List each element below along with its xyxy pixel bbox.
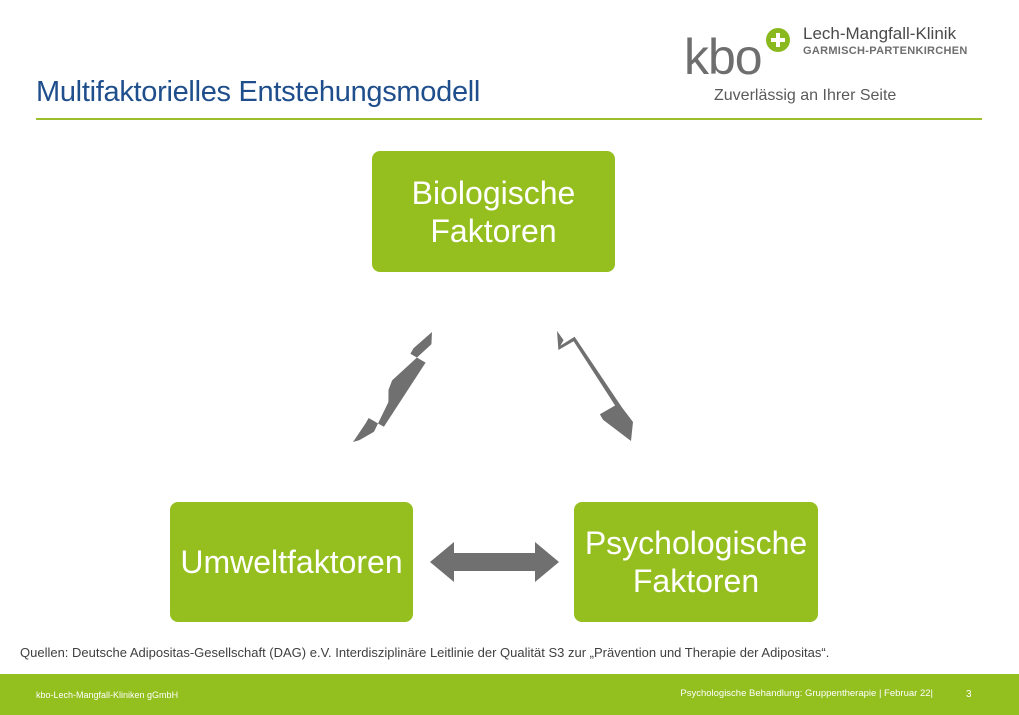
plus-icon: [766, 28, 790, 52]
kbo-logo: kbo Lech-Mangfall-Klinik GARMISCH-PARTEN…: [684, 24, 994, 114]
title-divider: [36, 118, 982, 120]
node-label-line: Psychologische: [584, 525, 808, 561]
page-number: 3: [966, 689, 972, 700]
logo-wordmark: kbo: [684, 29, 763, 85]
logo-clinic-name: Lech-Mangfall-Klinik: [803, 24, 957, 43]
node-label-line: Faktoren: [430, 212, 557, 249]
arrow-biologisch-umwelt: [353, 332, 432, 442]
node-psychologische-faktoren: Psychologische Faktoren: [574, 502, 818, 622]
slide-title: Multifaktorielles Entstehungsmodell: [36, 76, 481, 108]
arrow-umwelt-psychologisch: [430, 542, 559, 582]
footer-organization: kbo-Lech-Mangfall-Kliniken gGmbH: [36, 690, 179, 700]
logo-tagline: Zuverlässig an Ihrer Seite: [714, 87, 897, 104]
logo-clinic-location: GARMISCH-PARTENKIRCHEN: [803, 45, 968, 57]
node-umweltfaktoren: Umweltfaktoren: [170, 502, 413, 622]
node-label-line: Biologische: [411, 174, 576, 211]
node-label-line: Umweltfaktoren: [180, 544, 403, 580]
footer-bar: kbo-Lech-Mangfall-Kliniken gGmbH Psychol…: [0, 674, 1019, 715]
arrow-biologisch-psychologisch: [557, 331, 633, 441]
node-biologische-faktoren: Biologische Faktoren: [372, 151, 615, 272]
node-label-line: Faktoren: [632, 563, 760, 599]
source-note: Quellen: Deutsche Adipositas-Gesellschaf…: [20, 645, 830, 660]
footer-context: Psychologische Behandlung: Gruppentherap…: [680, 688, 933, 699]
